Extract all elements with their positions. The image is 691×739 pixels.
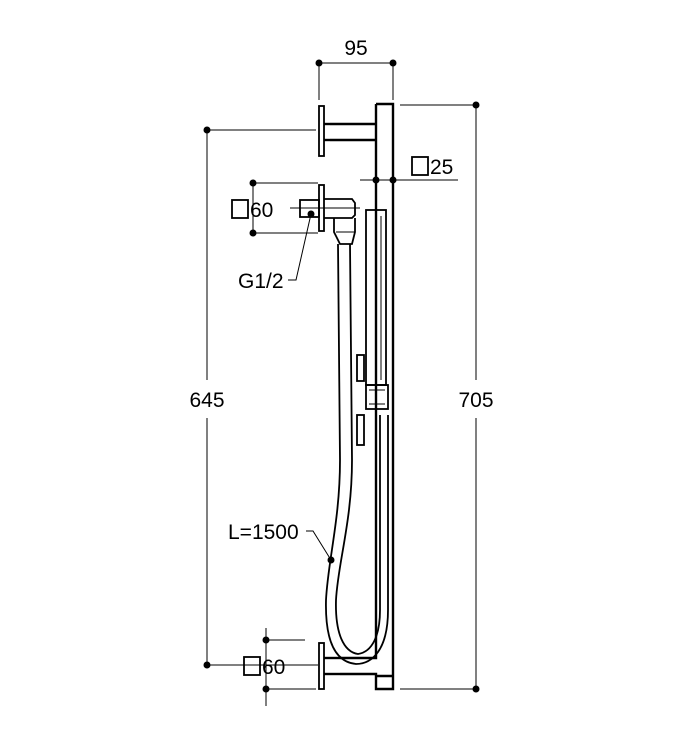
dimension-label-square-60-bottom: 60 <box>262 656 285 679</box>
dimension-label-square-25: 25 <box>430 156 453 179</box>
dimension-dot <box>315 59 323 67</box>
dimension-dot <box>262 636 270 644</box>
dimension-705 <box>400 101 480 693</box>
square-section-symbol <box>243 656 261 676</box>
dimension-95 <box>315 59 397 100</box>
leader-dot <box>327 556 335 564</box>
shower-hose <box>325 243 389 665</box>
leader-dot <box>307 210 315 218</box>
dimension-label-square-60-inlet: 60 <box>250 199 273 222</box>
dimension-square-60-bottom <box>243 628 316 706</box>
hose-length-leader <box>306 530 335 564</box>
dimension-dot <box>389 59 397 67</box>
shower-column-outline <box>290 102 395 691</box>
dimension-dot <box>389 176 397 184</box>
dimension-label-645: 645 <box>189 389 224 412</box>
square-section-symbol <box>411 156 429 176</box>
dimension-dot <box>203 126 211 134</box>
thread-label: G1/2 <box>238 270 284 293</box>
dimension-dot <box>372 176 380 184</box>
dimension-dot <box>472 685 480 693</box>
dimension-dot <box>262 685 270 693</box>
dimension-square-25 <box>360 156 458 184</box>
thread-leader <box>288 210 315 281</box>
dimension-dot <box>249 229 257 237</box>
dimension-dot <box>203 661 211 669</box>
dimension-645 <box>203 126 318 669</box>
dimension-label-705: 705 <box>458 389 493 412</box>
hose-length-label: L=1500 <box>228 521 299 544</box>
dimension-dot <box>249 179 257 187</box>
dimension-label-95: 95 <box>344 37 367 60</box>
dimension-dot <box>472 101 480 109</box>
square-section-symbol <box>231 199 249 219</box>
